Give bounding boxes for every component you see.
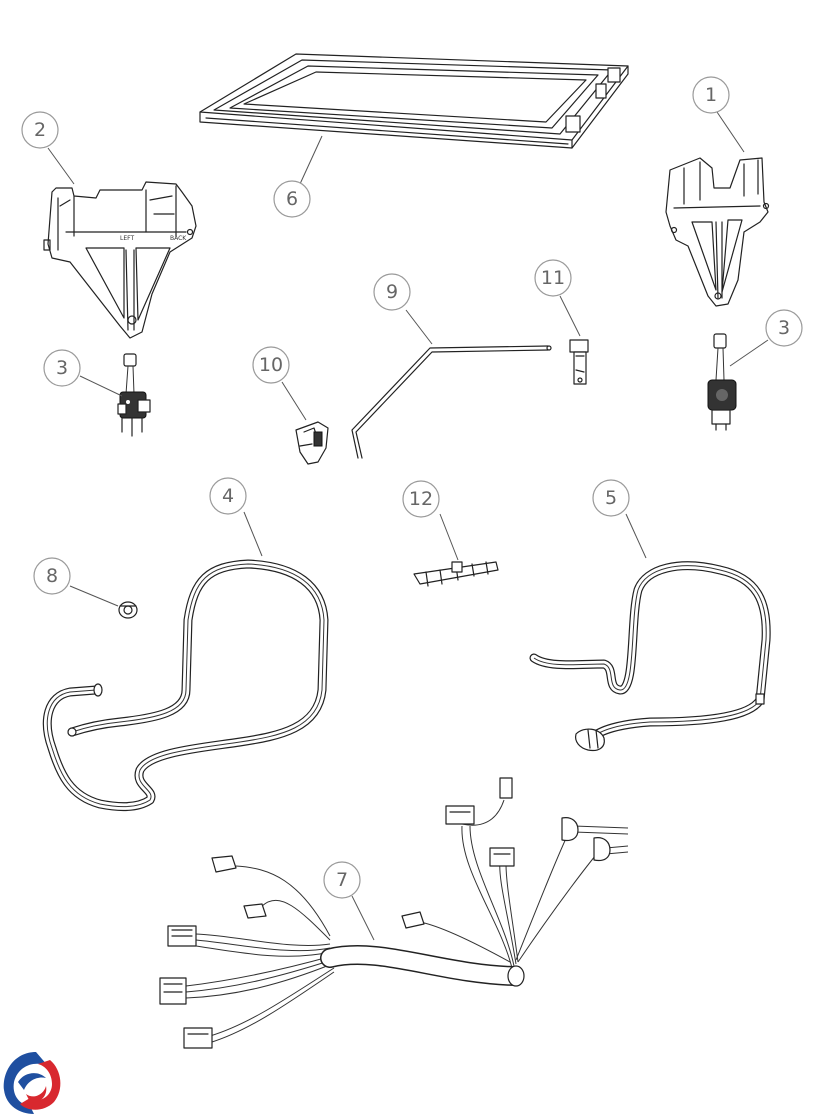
callout-7-label: 7 xyxy=(336,869,348,891)
part-6-frame xyxy=(199,53,629,149)
callout-1: 1 xyxy=(692,76,730,114)
callout-8-label: 8 xyxy=(46,565,58,587)
callout-10-label: 10 xyxy=(259,354,283,376)
callout-9: 9 xyxy=(373,273,411,311)
callout-9-label: 9 xyxy=(386,281,398,303)
brand-swirl-logo-icon xyxy=(3,1052,61,1114)
callout-11-label: 11 xyxy=(541,267,565,289)
callout-6-label: 6 xyxy=(286,188,298,210)
part-4-hose xyxy=(42,559,329,812)
part-3-left-switch xyxy=(117,353,151,437)
callout-3-left-label: 3 xyxy=(56,357,68,379)
callout-6: 6 xyxy=(273,180,311,218)
leader-lines xyxy=(47,111,769,941)
callout-3-right-label: 3 xyxy=(778,317,790,339)
callout-11: 11 xyxy=(534,259,572,297)
callout-5: 5 xyxy=(592,479,630,517)
callout-10: 10 xyxy=(252,346,290,384)
callout-7: 7 xyxy=(323,861,361,899)
part-7-wiring-harness xyxy=(159,777,629,1049)
part-10-clip xyxy=(295,421,329,465)
part-2-left-bracket: LEFT BACK xyxy=(43,181,197,339)
callout-1-label: 1 xyxy=(705,84,717,106)
callout-8: 8 xyxy=(33,557,71,595)
bracket-left-tag: LEFT xyxy=(120,235,134,242)
part-12-connector-strip xyxy=(413,561,499,587)
bracket-back-tag: BACK xyxy=(170,235,187,242)
part-9-rod xyxy=(351,345,552,459)
part-3-right-switch xyxy=(707,333,737,431)
callout-3-left: 3 xyxy=(43,349,81,387)
part-11-pin xyxy=(569,339,589,385)
callout-3-right: 3 xyxy=(765,309,803,347)
callout-4: 4 xyxy=(209,477,247,515)
callout-2: 2 xyxy=(21,111,59,149)
callout-12: 12 xyxy=(402,480,440,518)
callout-4-label: 4 xyxy=(222,485,234,507)
part-1-right-bracket xyxy=(665,157,770,307)
part-5-hose xyxy=(529,561,771,752)
callout-2-label: 2 xyxy=(34,119,46,141)
part-8-grommet xyxy=(118,601,138,619)
callout-5-label: 5 xyxy=(605,487,617,509)
callout-12-label: 12 xyxy=(409,488,433,510)
